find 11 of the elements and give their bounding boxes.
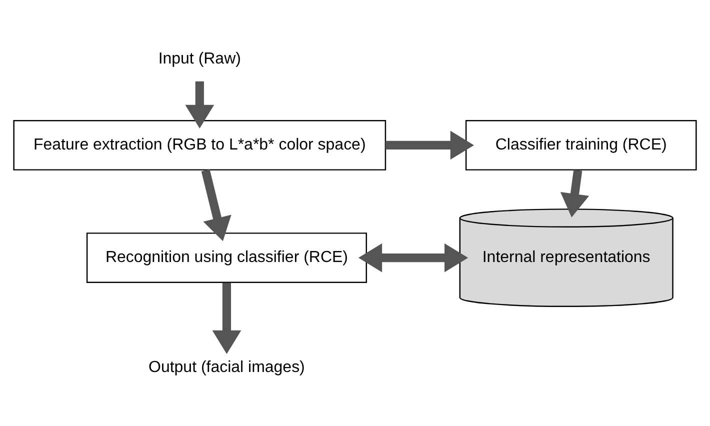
- node-box: Recognition using classifier (RCE): [86, 232, 367, 283]
- node-box: Classifier training (RCE): [465, 119, 697, 170]
- arrow: [358, 242, 468, 272]
- arrow: [386, 130, 474, 160]
- node-text: Output (facial images): [148, 358, 305, 376]
- node-box: Feature extraction (RGB to L*a*b* color space): [13, 119, 386, 170]
- arrow: [201, 168, 232, 241]
- arrow: [212, 282, 242, 354]
- node-text: Input (Raw): [158, 50, 241, 67]
- arrow: [185, 80, 214, 128]
- arrow: [560, 169, 590, 217]
